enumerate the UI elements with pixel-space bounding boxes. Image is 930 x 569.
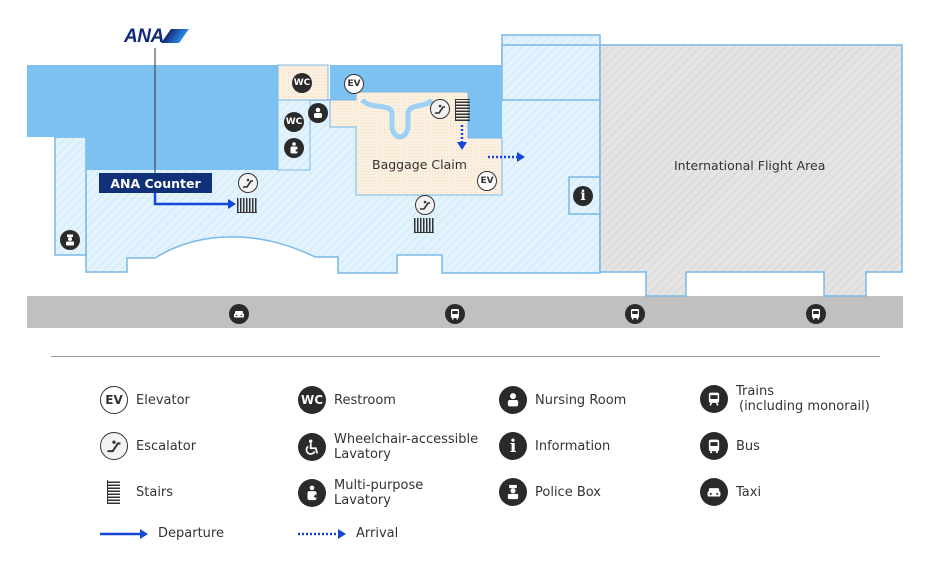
legend-label: Elevator — [136, 392, 190, 408]
legend-label-line2: Lavatory — [334, 447, 391, 462]
void-area — [27, 65, 278, 170]
international-area — [599, 44, 903, 297]
escalator-icon[interactable] — [430, 99, 450, 119]
police-box-icon — [499, 478, 527, 506]
departure-route — [153, 193, 228, 206]
restroom-icon[interactable]: WC — [292, 73, 312, 93]
information-icon: i — [499, 432, 527, 460]
arrival-arrowhead-down — [457, 142, 467, 150]
legend-item-taxi: Taxi — [700, 478, 761, 506]
legend-item-escalator: Escalator — [100, 432, 196, 460]
legend-label: Trains — [736, 384, 774, 399]
nursing-room-icon — [499, 386, 527, 414]
baggage-carousel — [360, 98, 434, 140]
elevator-icon: EV — [100, 386, 128, 414]
departure-arrowhead — [228, 199, 236, 209]
ana-counter-label[interactable]: ANA Counter — [99, 173, 212, 193]
void-area-upper — [330, 65, 502, 138]
legend-label-line2: Lavatory — [334, 493, 391, 508]
legend-label: Wheelchair-accessible — [334, 432, 479, 447]
wheelchair-icon — [298, 433, 326, 461]
stairs-icon[interactable] — [414, 218, 434, 233]
elevator-icon[interactable]: EV — [344, 74, 364, 94]
arrival-arrow-icon — [298, 528, 346, 539]
legend-label: Arrival — [356, 526, 399, 541]
baggage-claim-label: Baggage Claim — [372, 157, 467, 172]
legend-label: Escalator — [136, 438, 197, 454]
legend-item-restroom: WC Restroom — [298, 386, 396, 414]
legend-label: Restroom — [334, 392, 396, 408]
legend-item-police-box: Police Box — [499, 478, 601, 506]
legend-item-arrival: Arrival — [298, 526, 398, 541]
legend-item-stairs: Stairs — [100, 478, 173, 506]
police-box-icon[interactable] — [60, 230, 80, 250]
ana-logo: ANA — [124, 26, 189, 48]
departure-arrow-icon — [100, 528, 148, 539]
nursing-room-icon[interactable] — [308, 103, 328, 123]
restroom-icon[interactable]: WC — [284, 112, 304, 132]
taxi-icon[interactable] — [229, 304, 249, 324]
elevator-icon[interactable]: EV — [477, 171, 497, 191]
taxi-icon — [700, 478, 728, 506]
legend-label: Taxi — [736, 484, 762, 500]
legend-label: Information — [535, 438, 611, 454]
train-icon — [700, 385, 728, 413]
arrival-arrowhead-right — [517, 152, 525, 162]
restroom-block-lower — [277, 99, 311, 171]
legend-label: Nursing Room — [535, 392, 627, 408]
bus-icon[interactable] — [445, 304, 465, 324]
restroom-icon: WC — [298, 386, 326, 414]
escalator-icon — [100, 432, 128, 460]
legend-item-bus: Bus — [700, 432, 760, 460]
legend-label-line2: (including monorail) — [739, 399, 870, 414]
road — [27, 296, 903, 328]
bus-icon[interactable] — [625, 304, 645, 324]
legend-label: Stairs — [136, 484, 174, 500]
bus-icon — [700, 432, 728, 460]
upper-right-block — [501, 44, 601, 101]
legend-item-nursing-room: Nursing Room — [499, 386, 626, 414]
international-area-label: International Flight Area — [674, 158, 826, 173]
legend-label: Departure — [158, 526, 224, 541]
legend-item-trains: Trains(including monorail) — [700, 384, 870, 414]
escalator-icon[interactable] — [238, 173, 258, 193]
legend-label: Police Box — [535, 484, 601, 500]
legend-item-information: i Information — [499, 432, 610, 460]
legend-item-elevator: EV Elevator — [100, 386, 190, 414]
bus-icon[interactable] — [806, 304, 826, 324]
stairs-icon[interactable] — [237, 198, 257, 213]
legend-label: Multi-purpose — [334, 478, 424, 493]
multipurpose-lavatory-icon[interactable] — [284, 138, 304, 158]
multipurpose-lavatory-icon — [298, 479, 326, 507]
escalator-icon[interactable] — [415, 195, 435, 215]
legend-item-departure: Departure — [100, 526, 224, 541]
stairs-icon[interactable] — [455, 99, 470, 121]
stairs-icon — [107, 480, 120, 504]
legend-label: Bus — [736, 438, 760, 454]
ana-logo-text: ANA — [124, 26, 164, 47]
information-icon[interactable]: i — [573, 186, 593, 206]
floor-map — [27, 34, 903, 328]
legend-divider — [51, 356, 880, 357]
